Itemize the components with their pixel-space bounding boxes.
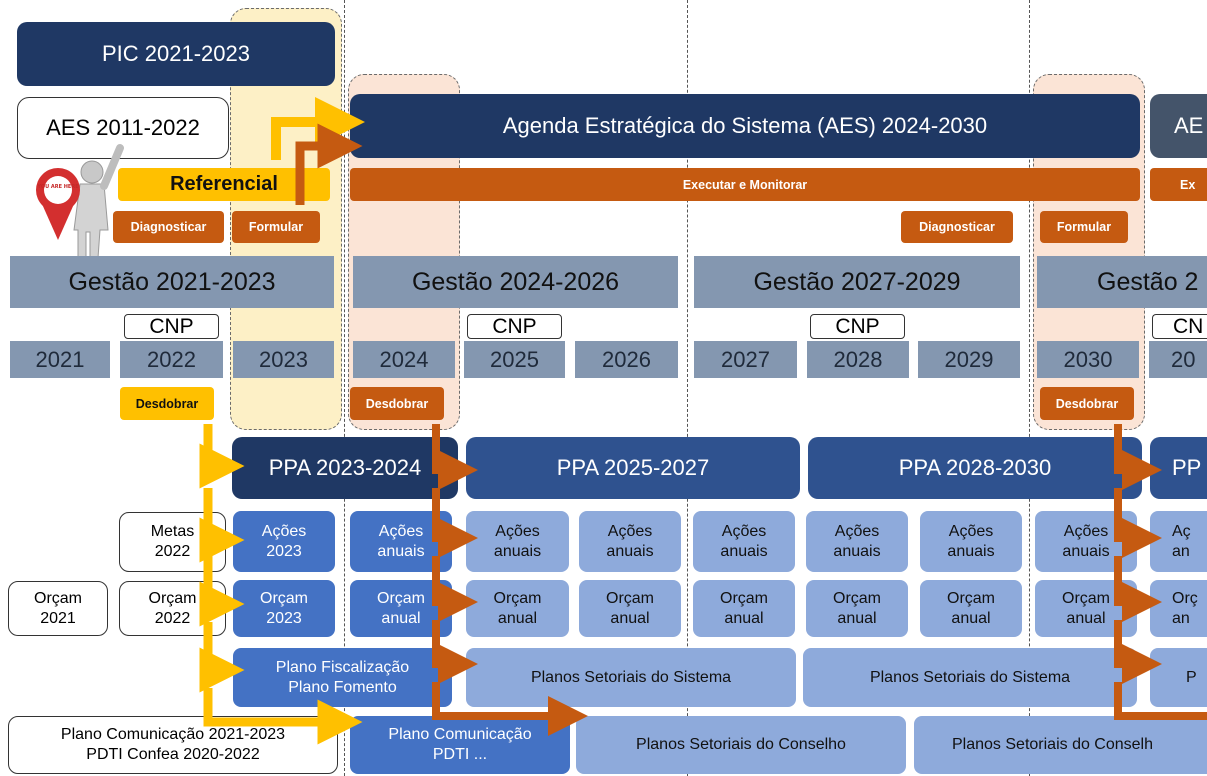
gestao-2030: Gestão 2 [1037, 256, 1207, 308]
gestao-2024: Gestão 2024-2026 [353, 256, 678, 308]
executar-bar-next: Ex [1150, 168, 1207, 201]
desdobrar-tag-3: Desdobrar [1040, 387, 1134, 420]
year-2025: 2025 [464, 341, 565, 378]
ppa-2028: PPA 2028-2030 [808, 437, 1142, 499]
divider-1 [344, 0, 345, 776]
year-2028: 2028 [807, 341, 909, 378]
cnp-4: CN [1152, 314, 1207, 339]
year-2029: 2029 [918, 341, 1020, 378]
aes-new-box: Agenda Estratégica do Sistema (AES) 2024… [350, 94, 1140, 158]
pic-box: PIC 2021-2023 [17, 22, 335, 86]
aes-old-box: AES 2011-2022 [17, 97, 229, 159]
gestao-2021: Gestão 2021-2023 [10, 256, 334, 308]
diagnosticar-tag-1: Diagnosticar [113, 211, 224, 243]
year-2022: 2022 [120, 341, 223, 378]
executar-bar: Executar e Monitorar [350, 168, 1140, 201]
year-2027: 2027 [694, 341, 797, 378]
planos-sistema-1: Planos Setoriais do Sistema [466, 648, 796, 707]
desdobrar-tag-1: Desdobrar [120, 387, 214, 420]
year-2031: 20 [1149, 341, 1207, 378]
diagnosticar-tag-2: Diagnosticar [901, 211, 1013, 243]
referencial-box: Referencial [118, 168, 330, 201]
ppa-2025: PPA 2025-2027 [466, 437, 800, 499]
year-2026: 2026 [575, 341, 678, 378]
desdobrar-tag-2: Desdobrar [350, 387, 444, 420]
cnp-2: CNP [467, 314, 562, 339]
cnp-1: CNP [124, 314, 219, 339]
planos-sistema-3: P [1150, 648, 1207, 707]
year-2021: 2021 [10, 341, 110, 378]
gestao-2027: Gestão 2027-2029 [694, 256, 1020, 308]
planos-sistema-2: Planos Setoriais do Sistema [803, 648, 1137, 707]
year-2030: 2030 [1037, 341, 1139, 378]
you-are-here-icon: YOU ARE HERE [36, 144, 124, 259]
cnp-3: CNP [810, 314, 905, 339]
svg-text:YOU ARE HERE: YOU ARE HERE [36, 184, 79, 190]
year-2024: 2024 [353, 341, 455, 378]
arrow-desdobrar-yellow [199, 424, 245, 489]
formular-tag-1: Formular [232, 211, 320, 243]
ppa-next: PP [1150, 437, 1207, 499]
planos-conselho-1: Planos Setoriais do Conselho [576, 716, 906, 774]
planos-conselho-2: Planos Setoriais do Conselh [914, 716, 1207, 774]
formular-tag-2: Formular [1040, 211, 1128, 243]
divider-3 [1029, 0, 1030, 776]
year-2023: 2023 [233, 341, 334, 378]
divider-2 [687, 0, 688, 776]
ppa-2023: PPA 2023-2024 [232, 437, 458, 499]
aes-next-box: AE [1150, 94, 1207, 158]
